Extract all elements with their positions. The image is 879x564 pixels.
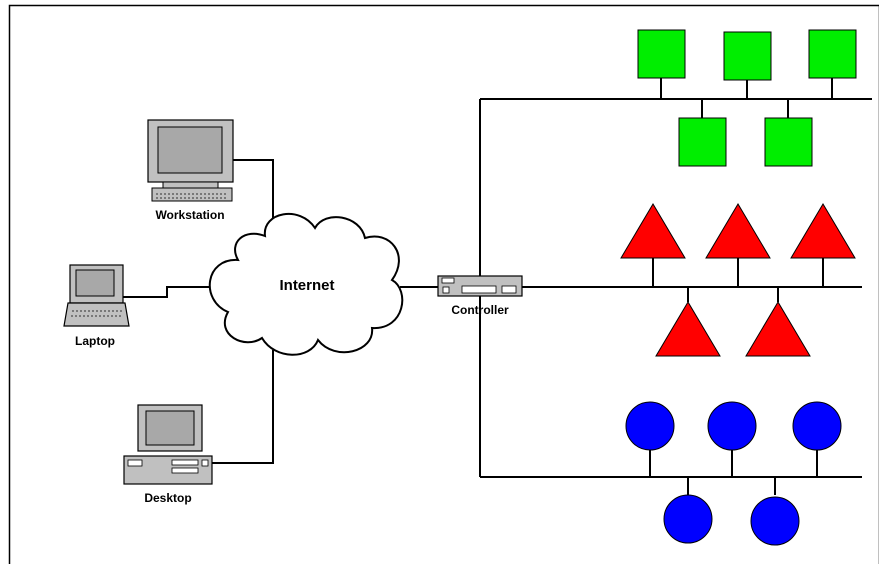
triangle-node [790,203,856,259]
internet-cloud: Internet [208,212,404,356]
monitor-icon [147,119,234,189]
circle-node [663,494,713,544]
square-node [678,117,727,167]
square-node [764,117,813,167]
laptop-device: Laptop [63,264,130,348]
controller-icon [437,275,523,297]
desktop-monitor-icon [137,404,203,452]
circle-node [792,401,842,451]
triangle-node [620,203,686,259]
desktop-label: Desktop [144,491,191,505]
cloud-shape [208,212,404,356]
workstation-device: Workstation [147,119,234,222]
client-connections [123,159,438,464]
circle-node [750,496,800,546]
triangle-node [705,203,771,259]
desktop-link [205,350,274,464]
square-node [808,29,857,79]
triangle-node [745,301,811,357]
keyboard-icon [151,187,233,202]
desktop-tower-icon [123,455,213,485]
workstation-label: Workstation [155,208,224,222]
laptop-icon [63,264,130,327]
workstation-link [233,159,274,225]
circle-node [707,401,757,451]
square-node [723,31,772,81]
square-node [637,29,686,79]
laptop-link [123,286,212,298]
internet-label: Internet [279,277,334,294]
desktop-device: Desktop [123,404,213,505]
circle-network [625,401,842,546]
backbone [479,98,872,478]
triangle-node [655,301,721,357]
circle-node [625,401,675,451]
diagram-frame [8,4,879,564]
triangle-network [620,203,856,357]
square-network [637,29,857,167]
laptop-label: Laptop [75,334,115,348]
